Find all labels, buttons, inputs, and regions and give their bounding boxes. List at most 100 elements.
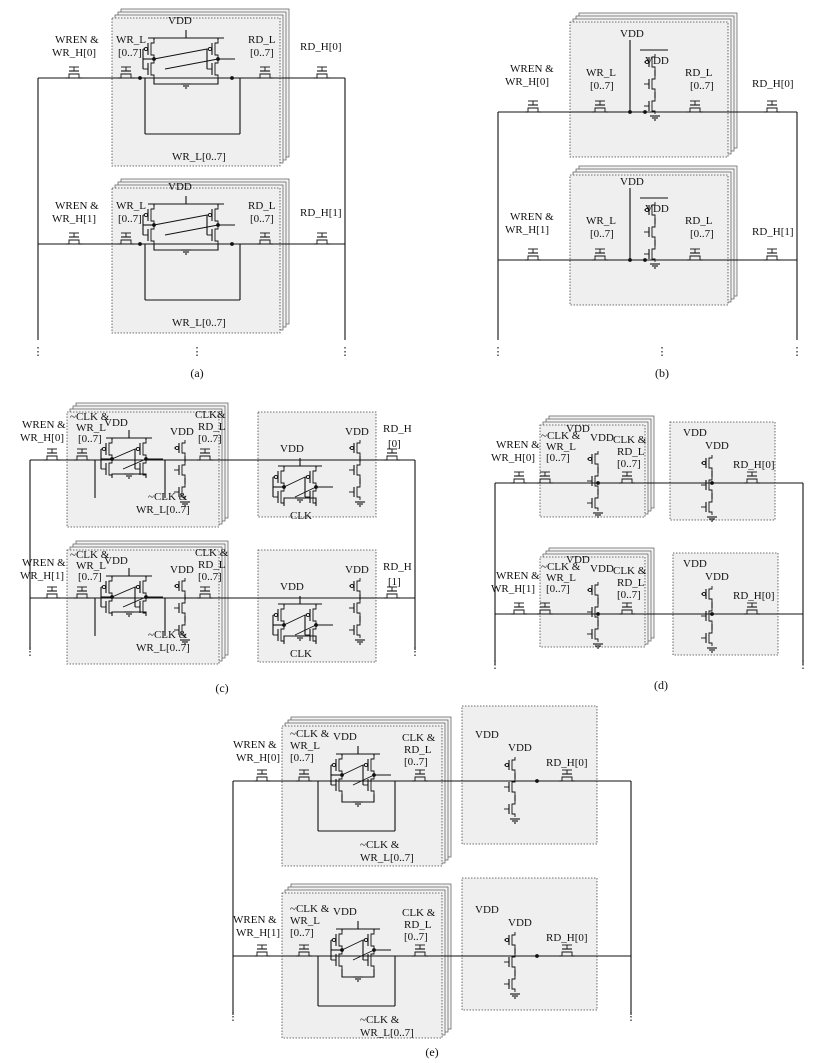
- nmos-transistor: [644, 246, 656, 262]
- label: [0..7]: [198, 433, 222, 445]
- wire: [214, 40, 219, 58]
- wire: [594, 495, 599, 511]
- wire: [708, 499, 713, 515]
- wire: [294, 486, 317, 498]
- label: VDD: [280, 443, 304, 455]
- ground-symbol: [593, 512, 603, 518]
- wire: [651, 98, 656, 114]
- wire: [46, 455, 58, 460]
- caption-e: (e): [425, 1045, 438, 1059]
- wire: [689, 107, 701, 112]
- continuation-dots: ⋮: [657, 346, 668, 358]
- ground-symbol: [707, 647, 717, 653]
- panel-c: WREN &WR_H[0]~CLK &WR_L[0..7]VDDVDDCLK&R…: [20, 402, 421, 695]
- wire: [356, 440, 361, 456]
- nmos-transistor: [644, 98, 656, 114]
- junction-dot: [144, 457, 148, 461]
- junction-dot: [138, 242, 142, 246]
- pass-transistor: [619, 471, 635, 484]
- pass-transistor: [44, 586, 60, 599]
- pmos-transistor: [305, 468, 317, 486]
- pmos-transistor: [174, 578, 186, 594]
- wire: [338, 776, 343, 794]
- label: [1]: [388, 576, 401, 588]
- label: ~CLK &: [70, 549, 110, 561]
- panel-b: WREN &WR_H[0]WR_L[0..7]RD_L[0..7]RD_H[0]…: [493, 12, 803, 380]
- label: ~CLK &: [70, 411, 110, 423]
- label: WR_L: [290, 740, 320, 752]
- ground-symbol: [510, 818, 520, 824]
- label: WREN &: [496, 570, 540, 582]
- wire: [594, 604, 599, 620]
- label: [0..7]: [546, 452, 570, 464]
- read-stack: [701, 455, 717, 522]
- label: [0..7]: [198, 571, 222, 583]
- label: RD_H[0]: [546, 757, 588, 769]
- wire: [651, 224, 656, 240]
- pass-transistor: [254, 769, 270, 782]
- nmos-transistor: [349, 462, 361, 478]
- wire: [214, 206, 219, 224]
- wire: [356, 600, 361, 616]
- label: VDD: [168, 181, 192, 193]
- label: CLK &: [613, 434, 647, 446]
- pass-transistor: [384, 586, 400, 599]
- pmos-transistor: [349, 440, 361, 456]
- pmos-transistor: [644, 54, 656, 70]
- wire: [214, 60, 219, 78]
- label: VDD: [280, 581, 304, 593]
- sram-core: [272, 458, 333, 506]
- caption-b: (b): [655, 366, 669, 380]
- label: VDD: [475, 729, 499, 741]
- label: WR_H[1]: [236, 927, 280, 939]
- sram-core: [100, 568, 163, 617]
- pmos-transistor: [305, 606, 317, 624]
- wire: [256, 776, 268, 781]
- label: WREN &: [55, 200, 99, 212]
- pass-transistor: [559, 944, 575, 957]
- junction-dot: [710, 481, 714, 485]
- read-stack: [587, 451, 603, 518]
- wire: [386, 593, 398, 598]
- wire: [259, 73, 271, 78]
- wire: [164, 58, 219, 70]
- wire: [370, 951, 375, 969]
- ground-symbol: [181, 83, 191, 89]
- nmos-transistor: [701, 477, 713, 493]
- label: RD_H[0]: [733, 459, 775, 471]
- cell-box: [257, 549, 377, 663]
- junction-dot: [216, 223, 220, 227]
- label: WR_H[0]: [20, 432, 64, 444]
- junction-dot: [110, 457, 114, 461]
- nmos-transistor: [174, 462, 186, 478]
- label: WR_L[0..7]: [172, 151, 226, 163]
- wire: [280, 606, 285, 624]
- pass-transistor: [511, 602, 527, 615]
- junction-dot: [628, 110, 632, 114]
- label: VDD: [590, 432, 614, 444]
- label: RD_L: [617, 446, 645, 458]
- label: WREN &: [22, 419, 66, 431]
- pass-transistor: [764, 248, 780, 261]
- pmos-transistor: [101, 440, 113, 458]
- ground-symbol: [650, 115, 660, 121]
- pass-transistor: [412, 944, 428, 957]
- label: CLK &: [195, 547, 229, 559]
- junction-dot: [710, 612, 714, 616]
- label: [0..7]: [250, 213, 274, 225]
- pmos-transistor: [587, 451, 599, 467]
- label: ~CLK &: [148, 629, 188, 641]
- label: WR_H[1]: [52, 213, 96, 225]
- label: VDD: [508, 742, 532, 754]
- junction-dot: [230, 242, 234, 246]
- wire: [76, 455, 88, 460]
- sram-core: [142, 30, 235, 89]
- junction-dot: [282, 485, 286, 489]
- continuation-dots: ⋮: [493, 346, 504, 358]
- nmos-transistor: [363, 776, 375, 794]
- wire: [689, 255, 701, 260]
- wire: [341, 764, 364, 776]
- wire: [511, 779, 516, 795]
- junction-dot: [643, 110, 647, 114]
